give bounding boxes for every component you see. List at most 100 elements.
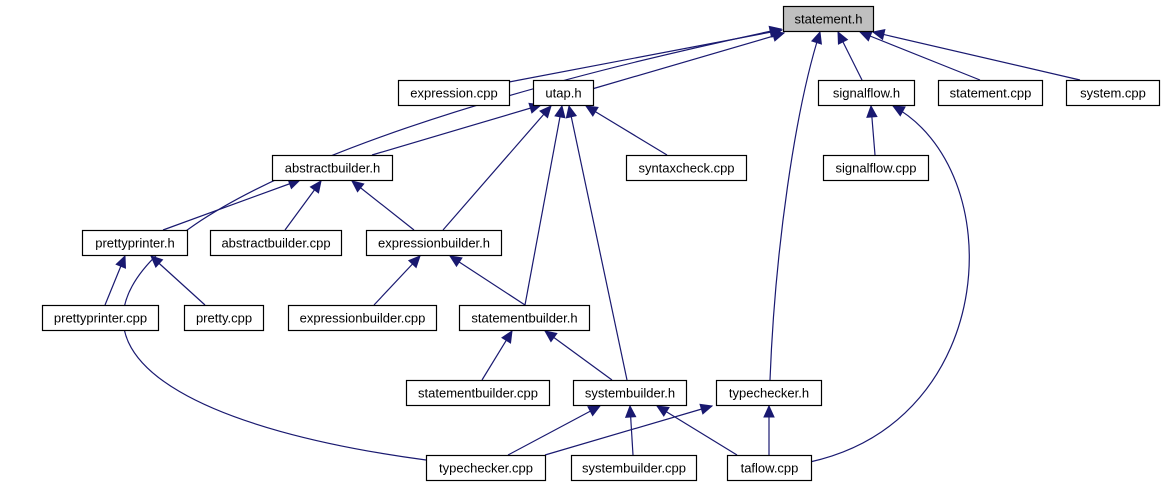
edge-taflow_cpp-to-typechecker_h [763,404,775,455]
node-box [287,304,438,332]
arrowhead [544,330,558,343]
node-typechecker-h[interactable]: typechecker.h [715,379,823,407]
arrowhead [763,404,775,418]
node-pretty-cpp[interactable]: pretty.cpp [183,304,265,332]
edge-line [371,104,542,156]
edge-systembuilder_h-to-utap_h [565,104,628,381]
node-syntaxcheck-cpp[interactable]: syntaxcheck.cpp [625,154,748,182]
edge-typechecker_cpp-to-typechecker_h [544,403,714,456]
edge-pretty_cpp-to-prettyprinter_h [150,255,206,306]
node-box [715,379,823,407]
edge-line [859,31,981,81]
nodes-layer: statement.h expression.cpp utap.h signalflo… [41,5,1161,482]
node-label: pretty.cpp [196,311,252,326]
node-box [81,229,189,257]
arrowhead [448,255,463,268]
node-label: statement.h [795,12,863,27]
node-label: statementbuilder.cpp [418,386,538,401]
edge-signalflow_h-to-statement_h [837,30,863,81]
node-label: prettyprinter.h [95,236,175,251]
arrowhead [309,180,322,194]
node-system-cpp[interactable]: system.cpp [1065,79,1161,107]
node-abstractbuilder-cpp[interactable]: abstractbuilder.cpp [209,229,343,257]
node-expression-cpp[interactable]: expression.cpp [397,79,511,107]
node-box [1065,79,1161,107]
edge-line [544,405,713,456]
arrowhead [624,404,637,418]
arrowhead [837,30,849,45]
node-typechecker-cpp[interactable]: typechecker.cpp [425,454,547,482]
node-box [532,79,595,107]
node-statementbuilder-h[interactable]: statementbuilder.h [458,304,591,332]
arrowhead [501,329,513,344]
node-expressionbuilder-cpp[interactable]: expressionbuilder.cpp [287,304,438,332]
node-prettyprinter-h[interactable]: prettyprinter.h [81,229,189,257]
edge-typechecker_cpp-to-systembuilder_h [507,405,602,456]
edge-expressionbuilder_h-to-utap_h [442,105,552,231]
arrowhead [351,180,365,193]
node-taflow-cpp[interactable]: taflow.cpp [726,454,813,482]
node-label: statement.cpp [950,86,1032,101]
node-box [365,229,503,257]
node-label: signalflow.cpp [836,161,917,176]
node-statementbuilder-cpp[interactable]: statementbuilder.cpp [405,379,551,407]
node-signalflow-h[interactable]: signalflow.h [817,79,916,107]
node-signalflow-cpp[interactable]: signalflow.cpp [822,154,930,182]
node-utap-h[interactable]: utap.h [532,79,595,107]
edge-statementbuilder_h-to-expressionbuilder_h [448,255,526,306]
edge-statementbuilder_h-to-utap_h [524,104,566,306]
node-prettyprinter-cpp[interactable]: prettyprinter.cpp [41,304,160,332]
edge-typechecker_cpp-to-statement_h [122,25,783,461]
node-label: systembuilder.cpp [582,461,686,476]
node-label: abstractbuilder.cpp [221,236,330,251]
arrowhead [871,28,886,41]
node-label: expressionbuilder.cpp [300,311,426,326]
node-systembuilder-h[interactable]: systembuilder.h [572,379,688,407]
node-box [726,454,813,482]
edges-layer [104,25,1081,463]
arrowhead [587,405,602,417]
edge-expressionbuilder_h-to-abstractbuilder_h [351,180,415,231]
node-box [572,379,688,407]
edge-system_cpp-to-statement_h [871,28,1081,81]
arrowhead [565,104,578,119]
edge-line [585,105,668,156]
edge-line [656,405,738,456]
node-box [209,229,343,257]
arrowhead [554,104,566,119]
arrowhead [891,105,906,117]
edge-line [524,105,563,306]
edge-line [507,405,601,456]
node-label: prettyprinter.cpp [54,311,147,326]
edge-line [150,255,206,306]
edge-signalflow_cpp-to-signalflow_h [866,104,878,156]
node-box [625,154,748,182]
arrowhead [768,25,783,38]
edge-syntaxcheck_cpp-to-utap_h [584,105,668,156]
node-statement-h[interactable]: statement.h [782,5,875,33]
node-box [271,154,394,182]
node-label: expression.cpp [410,86,497,101]
edge-prettyprinter_cpp-to-prettyprinter_h [104,254,127,306]
arrowhead [699,403,714,415]
node-box [405,379,551,407]
node-abstractbuilder-h[interactable]: abstractbuilder.h [271,154,394,182]
edge-line [544,330,613,381]
node-box [397,79,511,107]
node-box [937,79,1044,107]
node-statement-cpp[interactable]: statement.cpp [937,79,1044,107]
edge-line [442,105,552,231]
edge-systembuilder_cpp-to-systembuilder_h [624,404,637,456]
edge-abstractbuilder_cpp-to-abstractbuilder_h [284,180,322,231]
edge-line [568,105,628,381]
node-label: syntaxcheck.cpp [638,161,734,176]
node-label: typechecker.h [729,386,809,401]
node-label: taflow.cpp [741,461,799,476]
node-expressionbuilder-h[interactable]: expressionbuilder.h [365,229,503,257]
node-systembuilder-cpp[interactable]: systembuilder.cpp [570,454,698,482]
arrowhead [407,255,421,269]
node-box [570,454,698,482]
arrowhead [150,255,164,269]
node-box [822,154,930,182]
